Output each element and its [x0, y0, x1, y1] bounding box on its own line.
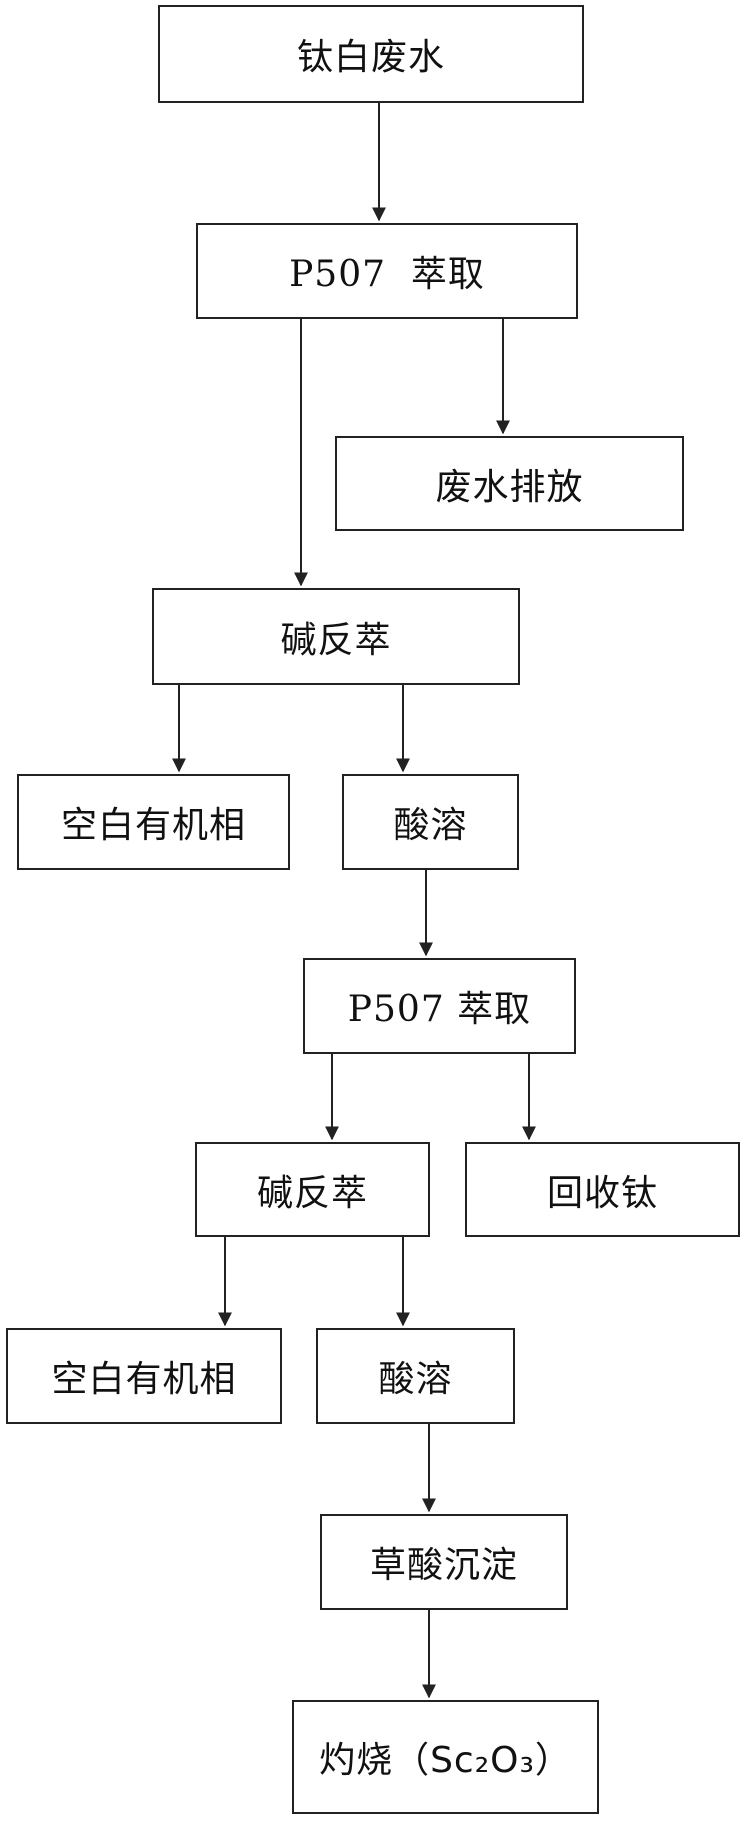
step-p507-extraction-2: P507 萃取	[303, 958, 576, 1054]
step-label: 空白有机相	[60, 805, 246, 846]
step-label: 废水排放	[435, 466, 584, 508]
step-blank-organic-phase-2: 空白有机相	[6, 1328, 282, 1424]
step-blank-organic-phase-1: 空白有机相	[17, 774, 290, 870]
step-oxalic-acid-precipitation: 草酸沉淀	[320, 1514, 568, 1610]
step-acid-dissolution-2: 酸溶	[316, 1328, 515, 1424]
step-wastewater-discharge: 废水排放	[335, 436, 684, 531]
step-label: 碱反萃	[256, 1172, 368, 1214]
step-calcination: 灼烧（Sc₂O₃）	[292, 1700, 599, 1814]
step-alkali-back-extraction-1: 碱反萃	[152, 588, 520, 685]
step-alkali-back-extraction-2: 碱反萃	[195, 1142, 430, 1237]
step-p507-extraction-1: P507 萃取	[196, 223, 578, 319]
step-label: 空白有机相	[51, 1359, 237, 1400]
step-label: 灼烧（Sc₂O₃）	[319, 1740, 572, 1781]
step-titanium-recovery: 回收钛	[465, 1142, 740, 1237]
step-label: 草酸沉淀	[369, 1545, 518, 1586]
step-label: 酸溶	[378, 1359, 453, 1400]
step-acid-dissolution-1: 酸溶	[342, 774, 519, 870]
step-label: 钛白废水	[296, 37, 445, 78]
step-label: 酸溶	[393, 805, 468, 846]
step-label: P507 萃取	[289, 254, 485, 295]
step-label: 碱反萃	[280, 619, 392, 661]
step-label: P507 萃取	[347, 989, 532, 1030]
step-label: 回收钛	[546, 1172, 658, 1214]
step-titanium-white-wastewater: 钛白废水	[158, 5, 584, 103]
